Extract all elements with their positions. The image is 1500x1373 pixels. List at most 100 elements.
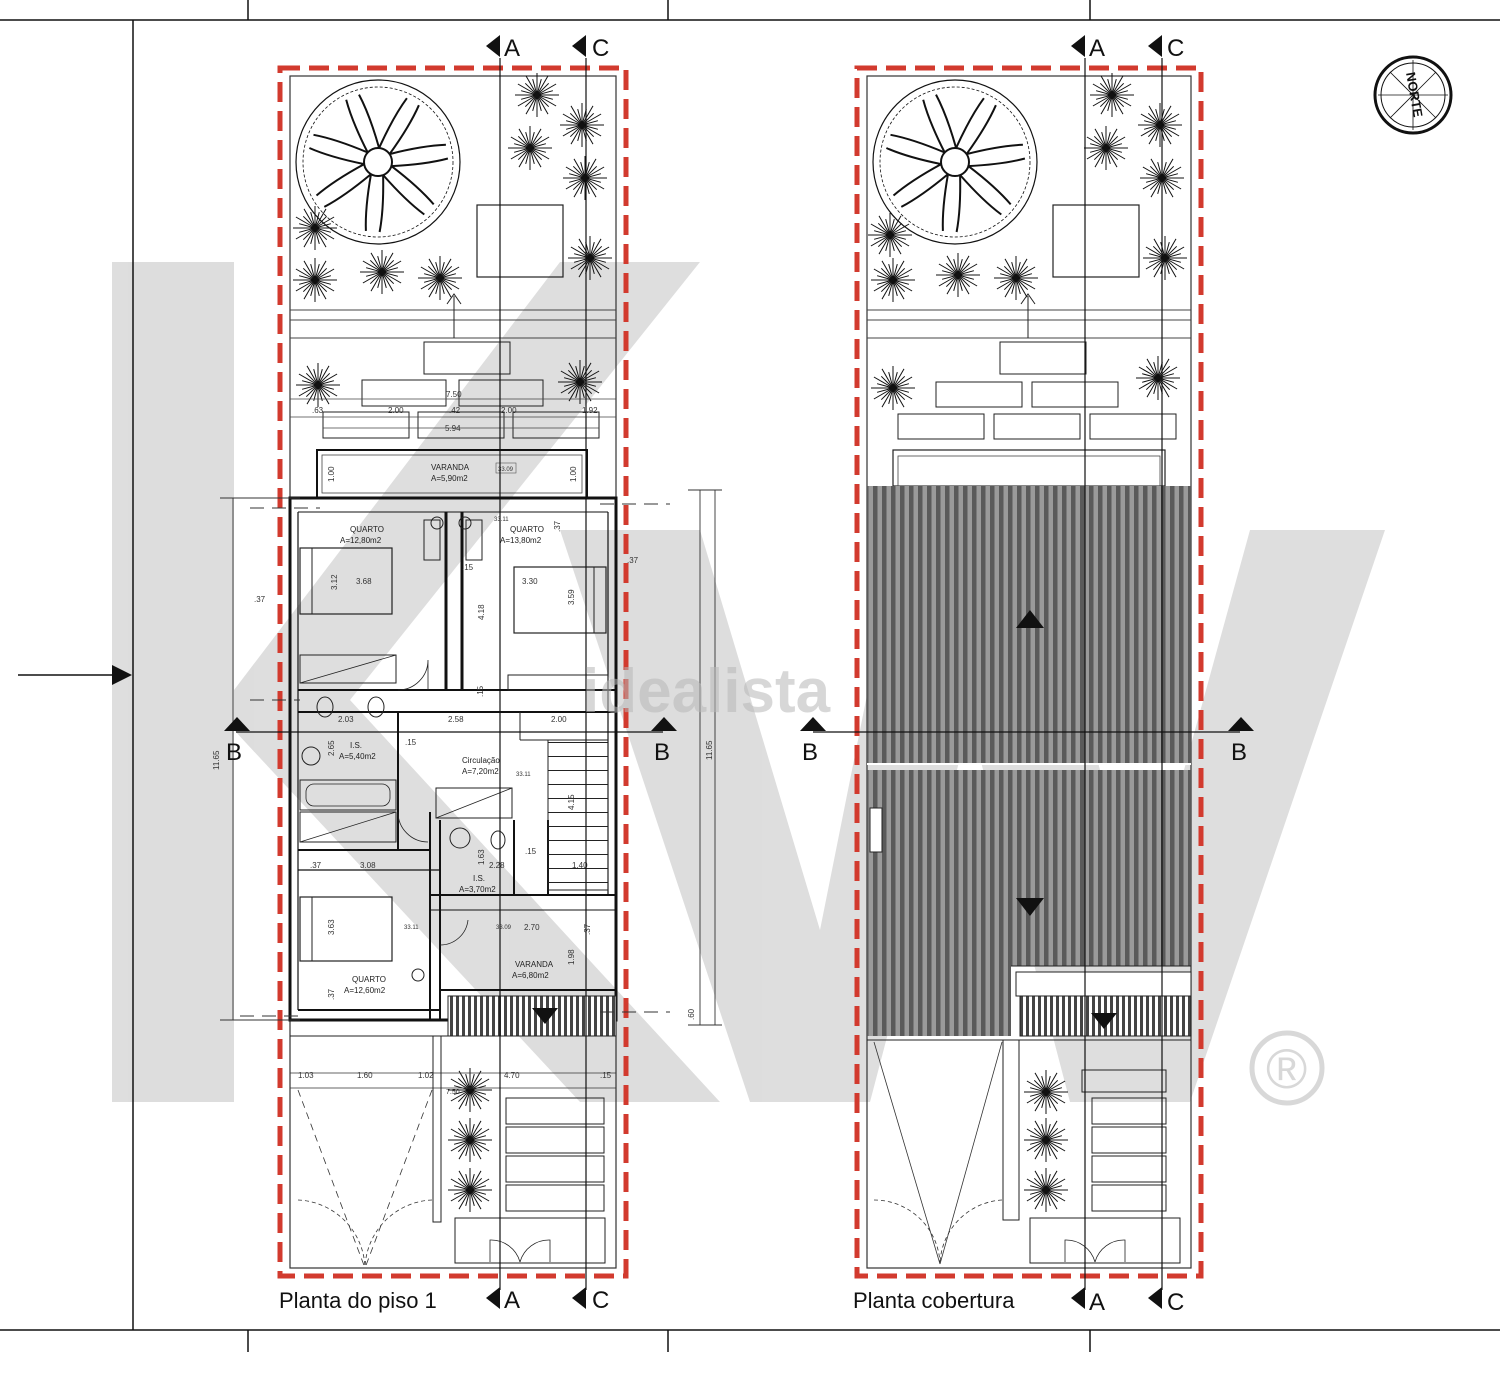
- svg-text:C: C: [592, 35, 609, 62]
- dim-g3: 1.02: [418, 1071, 434, 1080]
- svg-text:A: A: [504, 35, 520, 62]
- room-varanda-bottom-code: 33.09: [496, 925, 512, 931]
- shrub-icon: [1138, 103, 1182, 147]
- dim-258: 2.58: [448, 715, 464, 724]
- dim-c-h: 4.15: [567, 794, 576, 810]
- shrub-icon: [871, 366, 915, 410]
- dim-q2-h: 3.59: [567, 589, 576, 605]
- room-quarto-bottom-name: QUARTO: [352, 975, 386, 984]
- shrub-icon: [994, 256, 1038, 300]
- roof-slope-arrow-icon: [1016, 610, 1044, 628]
- dim-15b: .15: [405, 738, 417, 747]
- svg-text:®: ®: [1266, 1037, 1307, 1100]
- room-quarto-right-area: A=13,80m2: [500, 536, 542, 545]
- plan-title-right: Planta cobertura: [853, 1288, 1015, 1313]
- shrub-icon: [296, 363, 340, 407]
- dim-308: 3.08: [360, 861, 376, 870]
- svg-text:B: B: [1231, 739, 1247, 766]
- room-varanda-bottom-area: A=6,80m2: [512, 971, 549, 980]
- svg-text:B: B: [226, 739, 242, 766]
- dim-163: 1.63: [477, 849, 486, 865]
- dim-var-h-r: 1.00: [569, 466, 578, 482]
- room-is-left-area: A=5,40m2: [339, 752, 376, 761]
- dim-top-mid: .42: [449, 406, 461, 415]
- dim-g5: .15: [600, 1071, 612, 1080]
- roof-slope-arrow-icon: [1016, 898, 1044, 916]
- room-quarto-right-name: QUARTO: [510, 525, 544, 534]
- shrub-icon: [871, 258, 915, 302]
- dim-g2: 1.60: [357, 1071, 373, 1080]
- roof-slope-arrow-icon: [532, 1008, 558, 1024]
- shrub-icon: [515, 73, 559, 117]
- shrub-icon: [418, 256, 462, 300]
- dim-37f: .37: [583, 923, 592, 935]
- room-varanda-top-code: 33.09: [498, 467, 514, 473]
- dim-60: .60: [687, 1008, 696, 1020]
- shrub-icon: [1084, 126, 1128, 170]
- shrub-icon: [560, 103, 604, 147]
- tree-icon: [872, 79, 1038, 245]
- section-marker-b: B: [224, 717, 250, 766]
- dim-top-width: 5.94: [445, 424, 461, 433]
- dim-v-h: 1.98: [567, 949, 576, 965]
- dim-203: 2.03: [338, 715, 354, 724]
- dim-g1: 1.03: [298, 1071, 314, 1080]
- room-quarto-left-area: A=12,80m2: [340, 536, 382, 545]
- shrub-icon: [1024, 1118, 1068, 1162]
- dim-15d: .15: [525, 847, 537, 856]
- room-quarto-bottom-area: A=12,60m2: [344, 986, 386, 995]
- section-marker-a: A: [1071, 1287, 1105, 1316]
- section-marker-a: A: [486, 35, 520, 62]
- idealista-watermark: idealista: [582, 657, 831, 726]
- svg-text:B: B: [654, 739, 670, 766]
- section-marker-b: B: [800, 717, 826, 766]
- section-marker-b: B: [1228, 717, 1254, 766]
- dim-corr-h: 4.18: [477, 604, 486, 620]
- shrub-icon: [360, 250, 404, 294]
- room-circulacao-name: Circulação: [462, 756, 500, 765]
- section-lines: [236, 58, 1240, 1290]
- dim-top-total: 7.50: [446, 390, 462, 399]
- shrub-icon: [1024, 1070, 1068, 1114]
- shrub-icons: [868, 73, 1187, 1212]
- dim-200: 2.00: [551, 715, 567, 724]
- room-quarto-left-name: QUARTO: [350, 525, 384, 534]
- plan-cobertura: [854, 65, 1204, 1279]
- section-marker-c: C: [1148, 1287, 1184, 1316]
- section-marker-c: C: [572, 35, 609, 62]
- dim-top-right: 1.92: [582, 406, 598, 415]
- shrub-icon: [1090, 73, 1134, 117]
- shrub-icon: [1024, 1168, 1068, 1212]
- shrub-icon: [568, 236, 612, 280]
- north-arrow-icon: NORTE: [1373, 55, 1453, 135]
- roof-slope-arrow-icon: [1091, 1013, 1117, 1029]
- registered-mark: ®: [1249, 1030, 1325, 1106]
- section-marker-a: A: [486, 1287, 520, 1314]
- shrub-icon: [448, 1168, 492, 1212]
- room-varanda-top-area: A=5,90m2: [431, 474, 468, 483]
- room-varanda-bottom-name: VARANDA: [515, 960, 554, 969]
- shrub-icon: [508, 126, 552, 170]
- entry-arrow-icon: [112, 665, 132, 685]
- dim-37e: .37: [553, 520, 562, 532]
- dim-top-left: .63: [312, 406, 324, 415]
- svg-text:C: C: [1167, 35, 1184, 62]
- dim-q2-w: 3.30: [522, 577, 538, 586]
- plan-piso-1: 7.50 .63 2.00 .42 2.00 1.92 5.94 VARANDA…: [212, 65, 722, 1279]
- dim-140: 1.40: [572, 861, 588, 870]
- room-quarto-right-code: 33.11: [494, 517, 509, 523]
- dim-var-h-l: 1.00: [327, 466, 336, 482]
- shrub-icon: [293, 258, 337, 302]
- shrub-icon: [936, 253, 980, 297]
- dim-q3-h: 3.63: [327, 919, 336, 935]
- dim-15c: .15: [476, 685, 485, 697]
- svg-text:A: A: [504, 1287, 520, 1314]
- dim-q1-h: 3.12: [330, 574, 339, 590]
- dim-top-a: 2.00: [388, 406, 404, 415]
- shrub-icon: [293, 206, 337, 250]
- room-quarto-bottom-code: 33.11: [404, 925, 419, 931]
- shrub-icon: [1140, 156, 1184, 200]
- dim-overall-right: 11.65: [705, 740, 714, 760]
- svg-text:C: C: [592, 1287, 609, 1314]
- shrub-icons: [293, 73, 612, 1212]
